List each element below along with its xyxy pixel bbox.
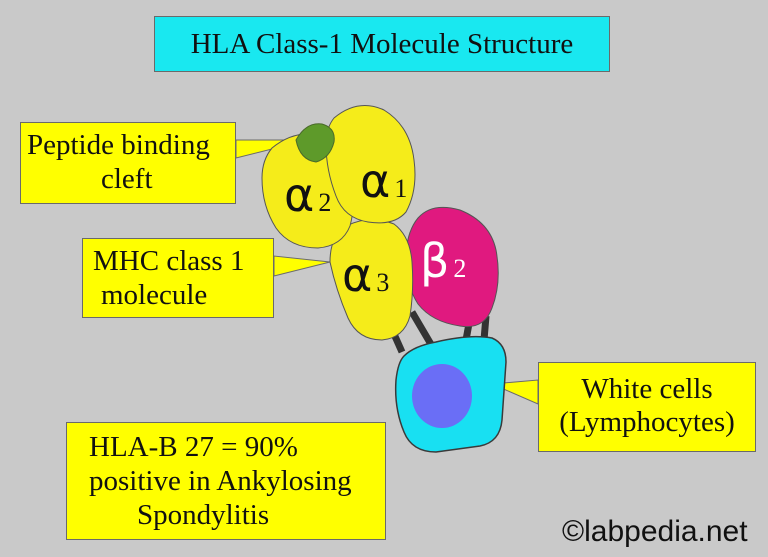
cell-nucleus bbox=[412, 364, 472, 428]
mhc-callout-line2: molecule bbox=[101, 279, 208, 311]
alpha1-symbol: α bbox=[360, 154, 391, 208]
alpha3-symbol: α bbox=[342, 248, 373, 302]
alpha-anchor-2 bbox=[408, 310, 436, 348]
peptide-binding-cleft-callout: Peptide binding cleft bbox=[20, 122, 236, 204]
hla-callout-line3: Spondylitis bbox=[137, 499, 270, 531]
alpha2-index: 2 bbox=[318, 188, 332, 217]
peptide-callout-line2: cleft bbox=[101, 163, 153, 195]
hla-b27-callout: HLA-B 27 = 90% positive in Ankylosing Sp… bbox=[66, 422, 386, 540]
white-cells-callout-line2: (Lymphocytes) bbox=[559, 406, 735, 438]
diagram-title: HLA Class-1 Molecule Structure bbox=[154, 16, 610, 72]
alpha2-symbol: α bbox=[284, 168, 315, 222]
copyright-text: ©labpedia.net bbox=[562, 515, 748, 548]
peptide-callout-line1: Peptide binding bbox=[27, 129, 210, 161]
peptide-binding-cleft-shape bbox=[295, 123, 335, 163]
mhc-class1-callout: MHC class 1 molecule bbox=[82, 238, 274, 318]
hla-callout-line1: HLA-B 27 = 90% bbox=[89, 431, 298, 463]
white-cells-callout: White cells (Lymphocytes) bbox=[538, 362, 756, 452]
beta-anchor-2 bbox=[480, 315, 490, 341]
white-cells-callout-line1: White cells bbox=[581, 373, 713, 405]
alpha3-domain-shape bbox=[329, 219, 414, 341]
alpha1-index: 1 bbox=[394, 174, 408, 203]
mhc-callout-pointer bbox=[273, 255, 331, 277]
mhc-callout-line1: MHC class 1 bbox=[93, 245, 245, 277]
alpha3-index: 3 bbox=[376, 268, 390, 297]
beta2-index: 2 bbox=[453, 254, 467, 283]
beta2-symbol: β bbox=[420, 234, 450, 288]
hla-callout-line2: positive in Ankylosing bbox=[89, 465, 352, 497]
